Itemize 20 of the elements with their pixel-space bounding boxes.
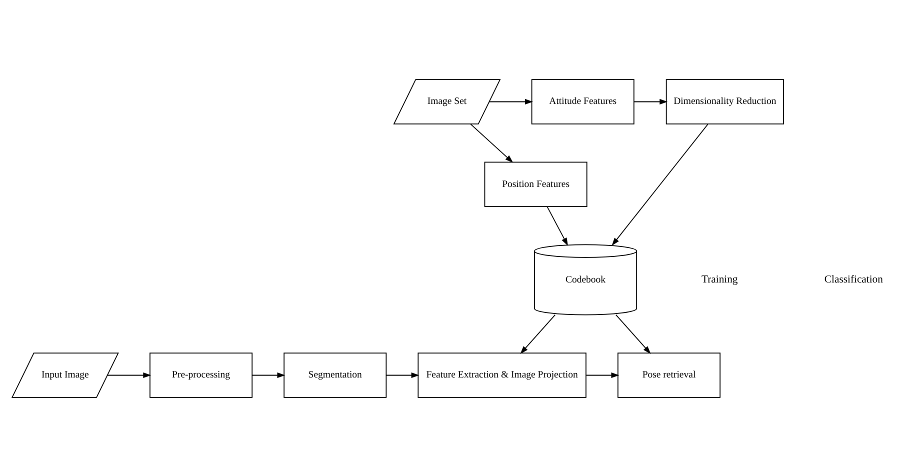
arrow	[615, 314, 651, 354]
arrow	[252, 372, 286, 378]
arrow	[633, 98, 668, 104]
node-box: Feature Extraction & Image Projection	[418, 352, 586, 398]
arrow	[106, 372, 152, 378]
node-box: Pose retrieval	[618, 352, 720, 398]
arrow	[386, 372, 420, 378]
label: Classification	[824, 274, 883, 286]
node-box: Position Features	[484, 161, 588, 206]
arrow	[546, 206, 568, 246]
arrow	[470, 123, 514, 162]
arrow	[488, 98, 533, 104]
label: Training	[701, 274, 738, 286]
arrow	[612, 123, 708, 246]
node-box: Attitude Features	[531, 78, 634, 124]
node-box: Pre-processing	[150, 352, 253, 398]
arrow	[586, 372, 620, 378]
node-box: Dimensionality Reduction	[666, 78, 784, 124]
node-box: Segmentation	[284, 352, 387, 398]
arrow	[520, 314, 556, 354]
